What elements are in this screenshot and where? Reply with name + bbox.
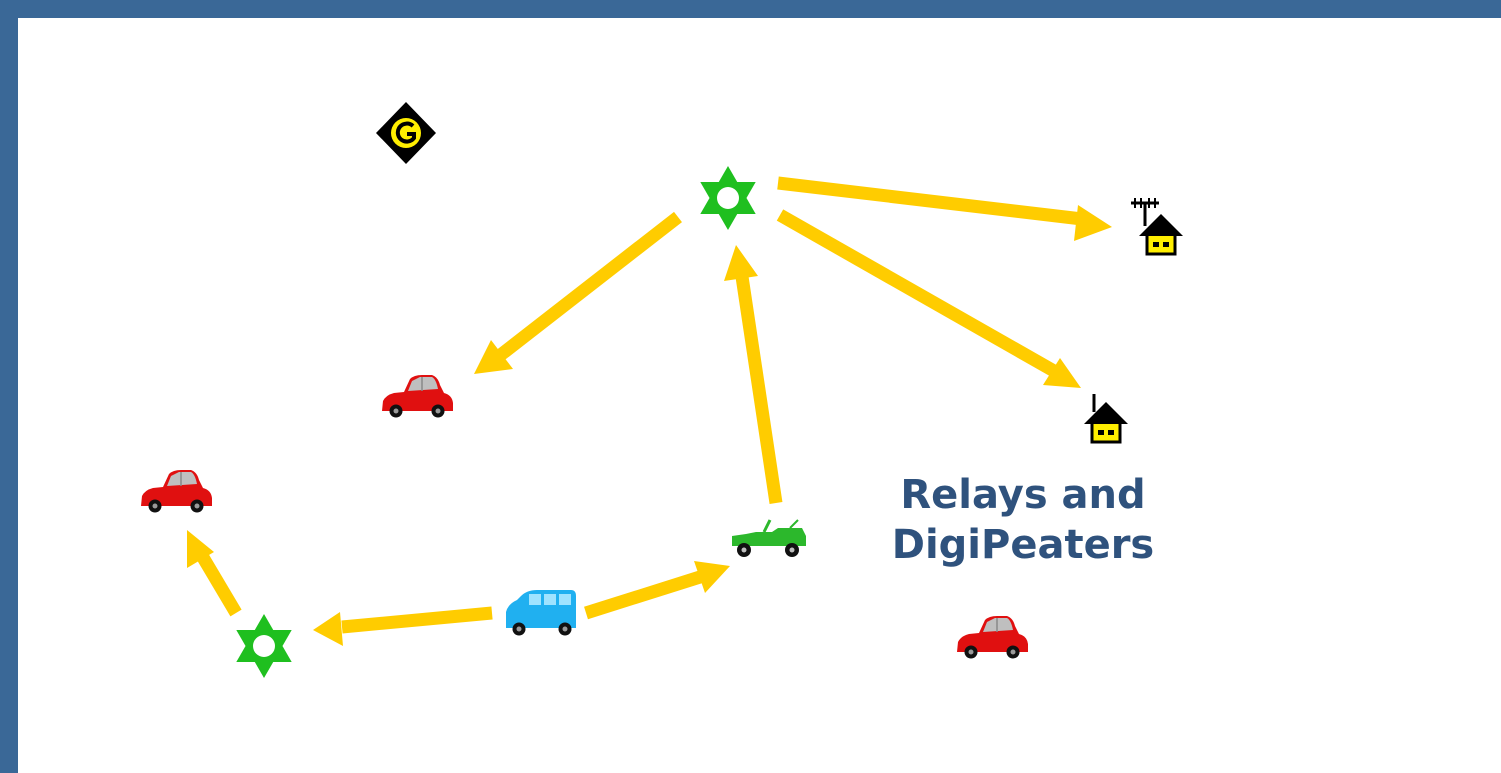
arrow-digi-top-to-house xyxy=(776,209,1081,388)
slide-title-line-2: DigiPeaters xyxy=(891,522,1155,568)
arrow-van-to-jeep xyxy=(584,561,730,620)
car-icon xyxy=(381,374,454,419)
van-icon xyxy=(506,590,576,636)
slide-frame-top xyxy=(0,0,1501,18)
jeep-icon xyxy=(732,519,806,557)
slide-frame-left xyxy=(0,0,18,773)
arrow-jeep-to-digi-top xyxy=(724,245,783,504)
arrow-van-to-digi-bottom xyxy=(313,606,493,646)
arrows xyxy=(187,176,1112,646)
digipeater-star-icon xyxy=(700,166,756,230)
car-icon xyxy=(140,469,213,514)
digipeater-star-icon xyxy=(236,614,292,678)
house-icon xyxy=(1084,394,1128,444)
arrow-digi-top-to-car-mid xyxy=(474,211,682,374)
gateway-icon xyxy=(376,102,436,164)
arrow-digi-top-to-house-antenna xyxy=(777,176,1112,241)
car-icon xyxy=(956,615,1029,660)
arrow-digi-bottom-to-car-left xyxy=(187,530,242,617)
slide-title-line-1: Relays and xyxy=(900,472,1146,518)
house-antenna-icon xyxy=(1131,198,1183,256)
slide-title: Relays and DigiPeaters xyxy=(868,470,1178,570)
